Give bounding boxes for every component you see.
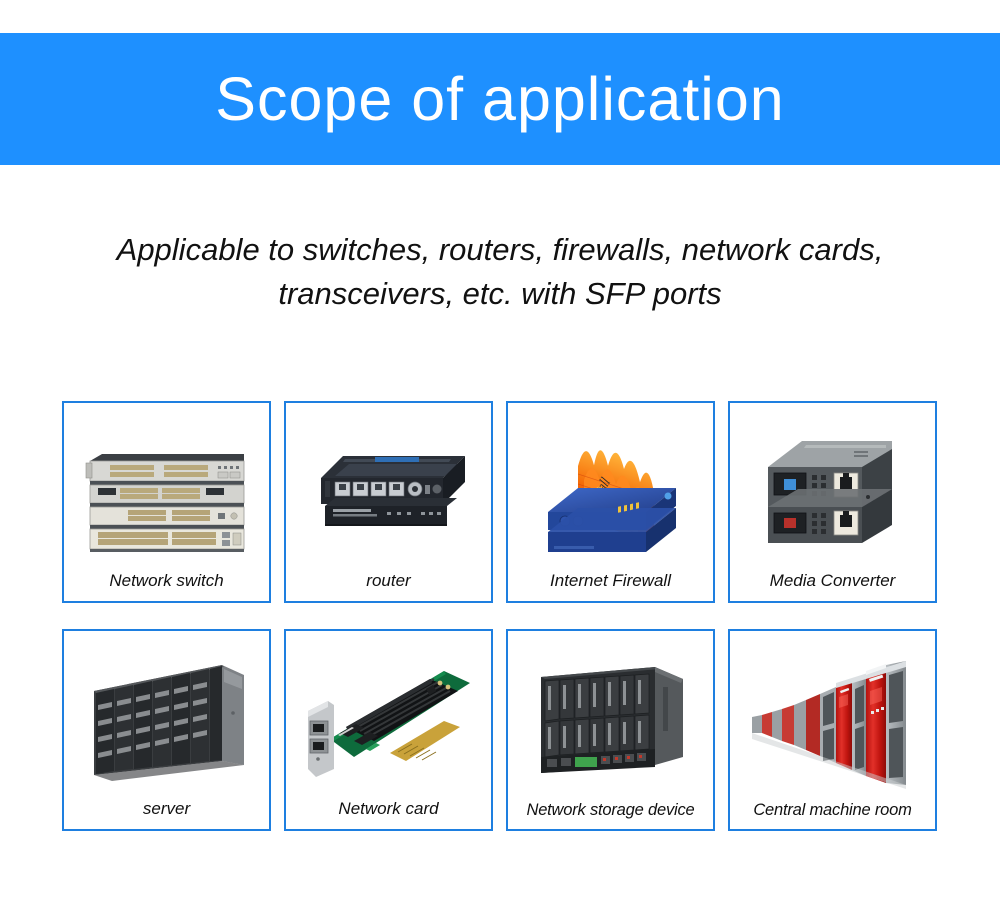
card-label: Network switch <box>109 571 224 591</box>
card-media-converter[interactable]: Media Converter <box>728 401 937 603</box>
card-label: router <box>366 571 411 591</box>
server-rack-image <box>67 637 266 800</box>
card-central-machine-room[interactable]: Central machine room <box>728 629 937 831</box>
card-network-card[interactable]: Network card <box>284 629 493 831</box>
grid-row: server <box>62 629 939 831</box>
card-label: Central machine room <box>753 800 912 819</box>
card-router[interactable]: router <box>284 401 493 603</box>
card-network-switch[interactable]: Network switch <box>62 401 271 603</box>
subtitle-line-1: Applicable to switches, routers, firewal… <box>116 232 884 267</box>
page-title: Scope of application <box>215 64 785 133</box>
subtitle-description: Applicable to switches, routers, firewal… <box>50 228 950 316</box>
card-network-storage-device[interactable]: Network storage device <box>506 629 715 831</box>
machine-room-image <box>733 637 932 801</box>
application-grid: Network switch <box>62 401 939 831</box>
card-label: server <box>142 799 191 819</box>
card-label: Internet Firewall <box>550 571 671 591</box>
card-label: Network card <box>338 799 439 819</box>
network-switch-image <box>67 409 266 572</box>
grid-row: Network switch <box>62 401 939 603</box>
card-label: Network storage device <box>526 800 695 819</box>
network-card-image <box>289 637 488 800</box>
page-banner: Scope of application <box>0 33 1000 165</box>
network-storage-image <box>511 637 710 801</box>
card-internet-firewall[interactable]: Firewall <box>506 401 715 603</box>
card-server[interactable]: server <box>62 629 271 831</box>
router-image <box>289 409 488 572</box>
card-label: Media Converter <box>769 571 896 591</box>
subtitle-line-2: transceivers, etc. with SFP ports <box>278 276 722 312</box>
firewall-image: Firewall <box>511 409 710 572</box>
media-converter-image <box>733 409 932 572</box>
